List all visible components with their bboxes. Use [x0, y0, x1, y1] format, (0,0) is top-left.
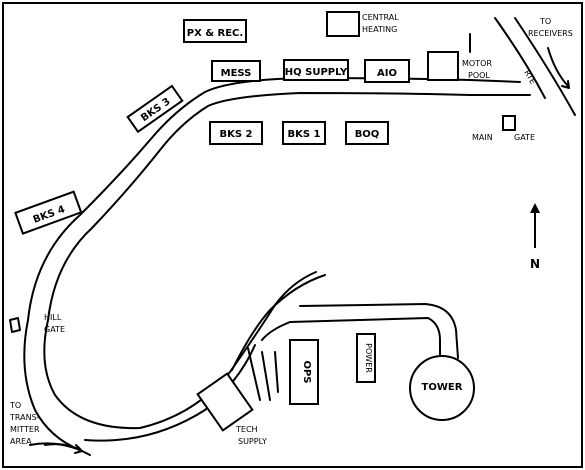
tech-supply-label-1: TECH [235, 425, 258, 434]
building-bks2 [209, 121, 263, 145]
building-bks1 [282, 121, 326, 145]
central-heating-label-2: HEATING [362, 25, 397, 34]
to-transmitter-label-4: AREA [10, 437, 32, 446]
road-tech-supply-spur [247, 347, 271, 401]
tech-supply-label-2: SUPPLY [238, 437, 267, 446]
to-transmitter-label-3: MITTER [10, 425, 40, 434]
central-heating-label-1: CENTRAL [362, 13, 399, 22]
to-transmitter-label-2: TRANS- [9, 413, 40, 422]
road-inner-edge [43, 92, 531, 430]
tower-label: TOWER [422, 382, 463, 393]
building-motor-pool [427, 51, 459, 81]
building-tech-supply [196, 372, 254, 432]
power-label: POWER [364, 343, 373, 373]
to-transmitter-label-1: TO [9, 401, 21, 410]
bks1-label: BKS 1 [287, 129, 320, 140]
building-hq-supply [283, 59, 349, 81]
arrow-to-receivers [547, 47, 570, 89]
hill-gate-label-2: GATE [44, 325, 65, 334]
main-gate-label-2: GATE [514, 133, 535, 142]
bks2-label: BKS 2 [219, 129, 252, 140]
north-arrow-head [530, 203, 540, 213]
building-ops [289, 339, 319, 405]
tower-pad [409, 355, 475, 421]
mess-label: MESS [221, 68, 252, 79]
motor-pool-label-2: POOL [468, 71, 490, 80]
ops-label: OPS [301, 360, 312, 383]
building-bks4: BKS 4 [14, 190, 83, 235]
main-gate-post [502, 115, 516, 131]
building-central-heating [326, 11, 360, 37]
rte-label: RTE [522, 69, 537, 86]
road-hill-curve [231, 274, 326, 371]
main-gate-label-1: MAIN [472, 133, 493, 142]
road-east-access-2 [514, 17, 576, 116]
to-receivers-label-1: TO [539, 17, 551, 26]
north-label: N [530, 257, 540, 271]
building-px-rec [183, 19, 247, 43]
building-mess [211, 60, 261, 82]
building-aio [364, 59, 410, 83]
to-receivers-label-2: RECEIVERS [528, 29, 573, 38]
building-power [356, 333, 376, 383]
hill-gate-label-1: HILL [44, 313, 62, 322]
gate-post-hill [9, 317, 21, 333]
building-boq [345, 121, 389, 145]
px-rec-label: PX & REC. [187, 28, 243, 39]
road-east-access [494, 17, 546, 99]
boq-label: BOQ [355, 129, 380, 140]
aio-label: AIO [377, 68, 397, 79]
building-bks3: BKS 3 [126, 84, 184, 134]
road-inner-edge-2 [84, 344, 256, 442]
motor-pool-label-1: MOTOR [462, 59, 492, 68]
arrow-to-transmitter [44, 443, 83, 454]
hq-supply-label: HQ SUPPLY [285, 67, 348, 78]
road-ops-loop-outer [261, 317, 441, 371]
road-ops-loop-inner [274, 303, 459, 393]
